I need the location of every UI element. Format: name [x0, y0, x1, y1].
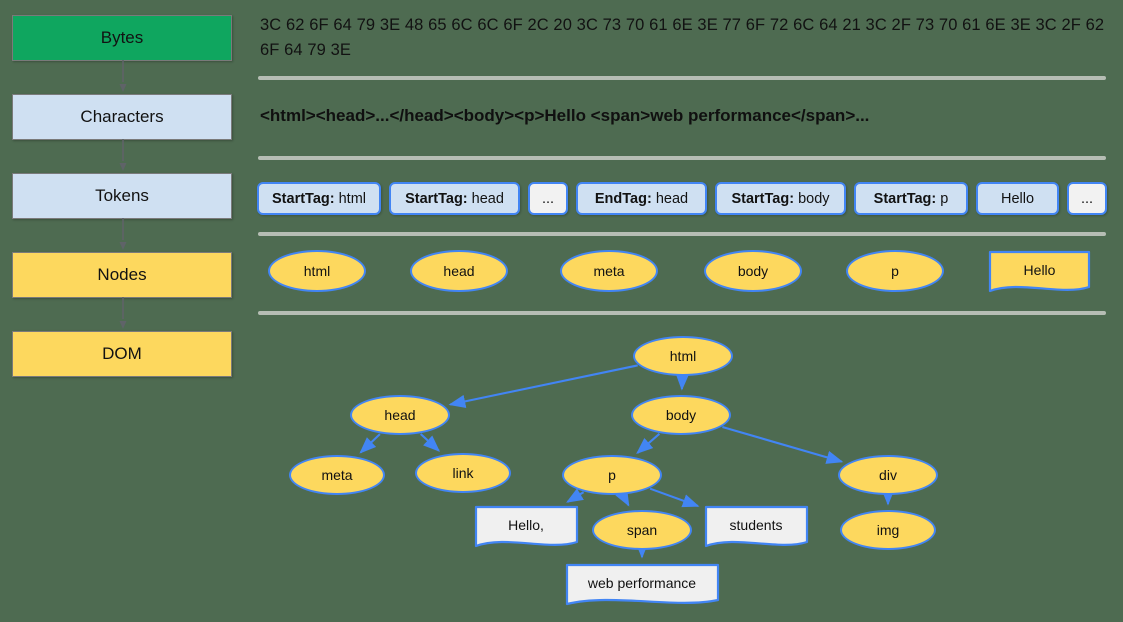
token-value: ...	[541, 190, 555, 207]
dom-edge-p-hello	[566, 488, 585, 503]
token-chip[interactable]: EndTag: head	[576, 182, 707, 215]
row-separator	[258, 76, 1106, 80]
pipeline-step-bytes[interactable]: Bytes	[12, 15, 232, 61]
dom-node-label: web performance	[587, 574, 697, 591]
dom-node-span[interactable]: span	[592, 510, 692, 550]
dom-node-label: meta	[321, 467, 353, 483]
row-separator	[258, 156, 1106, 160]
bytes-hex-text: 3C 62 6F 64 79 3E 48 65 6C 6C 6F 2C 20 3…	[260, 16, 1105, 59]
token-value: p	[936, 190, 949, 207]
node-label: head	[443, 263, 475, 279]
dom-node-label: div	[879, 467, 897, 483]
dom-edge-body-div	[722, 425, 844, 464]
token-kind: StartTag:	[272, 190, 335, 207]
token-value: ...	[1080, 190, 1094, 207]
token-chip[interactable]: Hello	[976, 182, 1059, 215]
pipeline-step-tokens[interactable]: Tokens	[12, 173, 232, 219]
pipeline-arrow-icon	[119, 218, 127, 250]
node-label: Hello	[1023, 261, 1056, 278]
dom-edge-html-head	[448, 364, 638, 408]
pipeline-step-characters[interactable]: Characters	[12, 94, 232, 140]
dom-edge-p-span	[615, 488, 630, 507]
node-label: body	[737, 263, 769, 279]
token-chip[interactable]: StartTag: p	[854, 182, 968, 215]
token-chip[interactable]: ...	[1067, 182, 1107, 215]
dom-node-p[interactable]: p	[562, 455, 662, 495]
dom-node-hello[interactable]: Hello,	[474, 505, 579, 549]
token-chip[interactable]: StartTag: html	[257, 182, 381, 215]
dom-edge-head-meta	[359, 433, 381, 454]
pipeline-step-nodes[interactable]: Nodes	[12, 252, 232, 298]
dom-node-webp[interactable]: web performance	[565, 563, 720, 607]
token-chip[interactable]: StartTag: head	[389, 182, 520, 215]
dom-node-div[interactable]: div	[838, 455, 938, 495]
dom-node-label: link	[452, 465, 474, 481]
dom-node-head[interactable]: head	[350, 395, 450, 435]
token-kind: EndTag:	[594, 190, 652, 207]
token-kind: StartTag:	[405, 190, 468, 207]
node-element[interactable]: body	[704, 250, 802, 292]
node-element[interactable]: meta	[560, 250, 658, 292]
dom-node-label: Hello,	[508, 516, 544, 533]
row-separator	[258, 311, 1106, 315]
pipeline-step-dom[interactable]: DOM	[12, 331, 232, 377]
pipeline-step-label: Nodes	[97, 265, 147, 284]
dom-node-label: body	[665, 407, 697, 423]
token-value: head	[467, 190, 504, 207]
token-value: body	[794, 190, 830, 207]
dom-node-label: p	[608, 467, 616, 483]
token-value: html	[334, 190, 366, 207]
dom-edge-p-stud	[649, 487, 700, 508]
token-kind: StartTag:	[873, 190, 937, 207]
dom-node-body[interactable]: body	[631, 395, 731, 435]
dom-node-link[interactable]: link	[415, 453, 511, 493]
node-element[interactable]: p	[846, 250, 944, 292]
token-chip[interactable]: StartTag: body	[715, 182, 846, 215]
pipeline-step-label: Tokens	[95, 186, 149, 205]
node-label: html	[303, 263, 331, 279]
dom-edge-body-p	[636, 433, 661, 455]
pipeline-arrow-icon	[119, 297, 127, 329]
node-label: p	[891, 263, 899, 279]
dom-node-label: students	[729, 516, 783, 533]
pipeline-step-label: Bytes	[100, 28, 144, 47]
dom-node-label: span	[626, 522, 658, 538]
dom-node-img[interactable]: img	[840, 510, 936, 550]
row-separator	[258, 232, 1106, 236]
dom-node-html[interactable]: html	[633, 336, 733, 376]
dom-node-stud[interactable]: students	[704, 505, 809, 549]
node-element[interactable]: html	[268, 250, 366, 292]
token-chip[interactable]: ...	[528, 182, 568, 215]
dom-node-label: head	[384, 407, 416, 423]
token-value: head	[651, 190, 689, 207]
dom-node-label: img	[876, 522, 900, 538]
token-kind: StartTag:	[731, 190, 795, 207]
dom-node-meta[interactable]: meta	[289, 455, 385, 495]
node-text[interactable]: Hello	[988, 250, 1091, 294]
token-value: Hello	[1000, 190, 1035, 207]
pipeline-arrow-icon	[119, 60, 127, 92]
pipeline-arrow-icon	[119, 139, 127, 171]
dom-edge-head-link	[419, 433, 441, 452]
node-label: meta	[593, 263, 625, 279]
dom-node-label: html	[669, 348, 697, 364]
pipeline-step-label: DOM	[102, 344, 142, 363]
characters-markup-text: <html><head>...</head><body><p>Hello <sp…	[260, 106, 870, 125]
pipeline-step-label: Characters	[80, 107, 164, 126]
node-element[interactable]: head	[410, 250, 508, 292]
